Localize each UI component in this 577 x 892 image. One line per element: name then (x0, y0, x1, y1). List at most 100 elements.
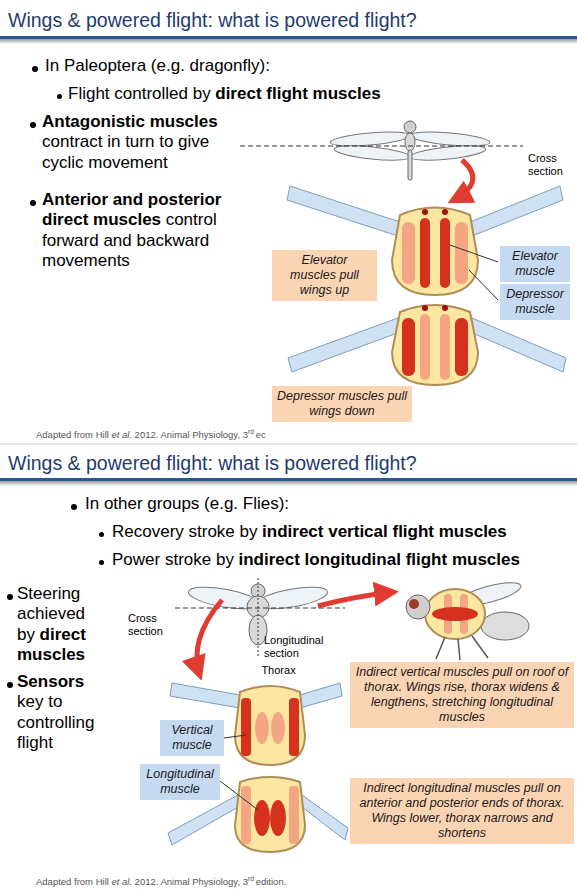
red-arrow (318, 592, 394, 606)
red-arrow (197, 600, 222, 676)
title-rule (0, 36, 577, 486)
bullet-text: Sensors (17, 672, 84, 691)
callout-box: Depressor muscles pull wings down (272, 386, 412, 422)
thorax-cross-section (300, 683, 342, 708)
box-text: Elevator muscle (505, 249, 565, 279)
box-text: Indirect longitudinal muscles pull on an… (355, 781, 569, 841)
thorax-cross-section (289, 698, 299, 756)
citation: et al. (111, 429, 132, 440)
title-rule (0, 478, 577, 481)
thorax-cross-section (402, 222, 415, 284)
dragonfly-top-view (405, 133, 415, 151)
bullet-dot (32, 66, 38, 72)
bullet-text: Power stroke by (112, 550, 234, 569)
thorax-cross-section (470, 186, 563, 236)
fly-side-view (436, 637, 445, 659)
dragonfly-top-view (408, 150, 412, 180)
bullet-dot (99, 560, 104, 565)
box-text: Depressor muscles pull wings down (277, 389, 407, 419)
bullet-text: Power stroke byindirect longitudinal fli… (112, 550, 574, 570)
thorax-cross-section (235, 686, 305, 765)
section-line (258, 578, 259, 658)
thorax-cross-section (442, 209, 448, 215)
bullet-text: Flight controlled by (68, 84, 211, 103)
bullet-text: Antagonistic muscles (42, 112, 218, 131)
bullet-text: In Paleoptera (e.g. dragonfly): (45, 56, 270, 75)
thorax-cross-section (235, 777, 305, 852)
title-rule (0, 39, 577, 44)
fly-side-view (406, 578, 529, 660)
fly-side-view (409, 599, 419, 609)
bullet-text: In other groups (e.g. Flies): (85, 494, 565, 514)
citation: Adapted from Hillet al.2012. Animal Phys… (36, 876, 436, 887)
bullet-text: Recovery stroke by (112, 522, 258, 541)
section-label: Cross section (128, 612, 174, 638)
part-label: Thorax (250, 664, 310, 677)
part-label: Thorax (261, 664, 295, 676)
thorax-cross-section (455, 318, 468, 376)
bullet-text: Steering achieved bydirect muscles (17, 584, 99, 666)
citation: Adapted from Hillet al.2012. Animal Phys… (36, 429, 436, 440)
bullet-text: Sensorskey to controlling flight (17, 672, 113, 754)
bullet-dot (7, 594, 13, 600)
thorax-cross-section (287, 186, 400, 236)
citation: 2012. Animal Physiology, 3 (135, 429, 248, 440)
red-arrow (452, 160, 473, 201)
bullet-text: Flight controlled bydirect flight muscle… (68, 84, 548, 104)
bullet-dot (30, 200, 36, 206)
thorax-cross-section (422, 305, 428, 311)
muscle-label: Vertical muscle (160, 720, 224, 756)
thorax-cross-section (440, 218, 450, 288)
citation: Adapted from Hill (36, 429, 109, 440)
bullet-text: Anterior and posterior direct musclescon… (42, 190, 247, 272)
thorax-cross-section (270, 800, 286, 836)
thorax-cross-section (470, 318, 566, 372)
bullet-text: Recovery stroke byindirect vertical flig… (112, 522, 572, 542)
dragonfly-top-view (330, 121, 491, 180)
box-text: Indirect vertical muscles pull on roof o… (355, 665, 569, 725)
muscle-label: Longitudinal muscle (140, 764, 220, 800)
fly-side-view (406, 595, 430, 619)
citation: 2012. Animal Physiology, 3 (135, 876, 248, 887)
bullet-text: contract in turn to give cyclic movement (42, 132, 209, 171)
bullet-text: indirect longitudinal flight muscles (238, 550, 519, 569)
bullet-dot (99, 532, 104, 537)
bullet-text: In other groups (e.g. Flies): (85, 494, 289, 513)
slide-title: Wings & powered flight: what is powered … (8, 9, 417, 32)
callout-box: Indirect vertical muscles pull on roof o… (350, 662, 574, 728)
thorax-cross-section (420, 218, 430, 288)
thorax-cross-section (392, 305, 478, 385)
thorax-cross-section (442, 305, 448, 311)
callout-box: Indirect longitudinal muscles pull on an… (350, 778, 574, 844)
thorax-cross-section (254, 800, 270, 836)
thorax-cross-section (440, 314, 450, 380)
box-text: Vertical muscle (165, 723, 219, 753)
thorax-cross-section (392, 208, 478, 296)
section-line (240, 146, 523, 147)
leader-line (220, 781, 258, 810)
bullet-text: key to controlling flight (17, 692, 95, 752)
fly-side-view (472, 636, 488, 658)
callout-box: Elevator muscles pull wings up (272, 250, 377, 301)
fly-side-view (432, 607, 478, 621)
title-rule (0, 481, 577, 486)
slide-title: Wings & powered flight: what is powered … (8, 452, 573, 475)
citation: ec (256, 429, 266, 440)
thorax-cross-section (288, 318, 400, 372)
section-line (175, 578, 345, 658)
leader-line (469, 270, 498, 300)
thorax-cross-section (302, 795, 348, 840)
leader-line (450, 245, 498, 300)
bullet-dot (7, 682, 13, 688)
thorax-cross-section (255, 712, 269, 744)
thorax-cross-section (170, 683, 240, 708)
bullet-text: Antagonistic musclescontract in turn to … (42, 112, 247, 173)
thorax-cross-section (289, 786, 299, 844)
section-label: Longitudinal section (264, 634, 323, 659)
section-line (240, 146, 523, 147)
leader-line (450, 245, 498, 262)
fly-side-view (481, 612, 529, 640)
citation: rd (248, 428, 254, 435)
muscle-label: Depressor muscle (500, 284, 570, 320)
fly-side-view (425, 589, 485, 639)
